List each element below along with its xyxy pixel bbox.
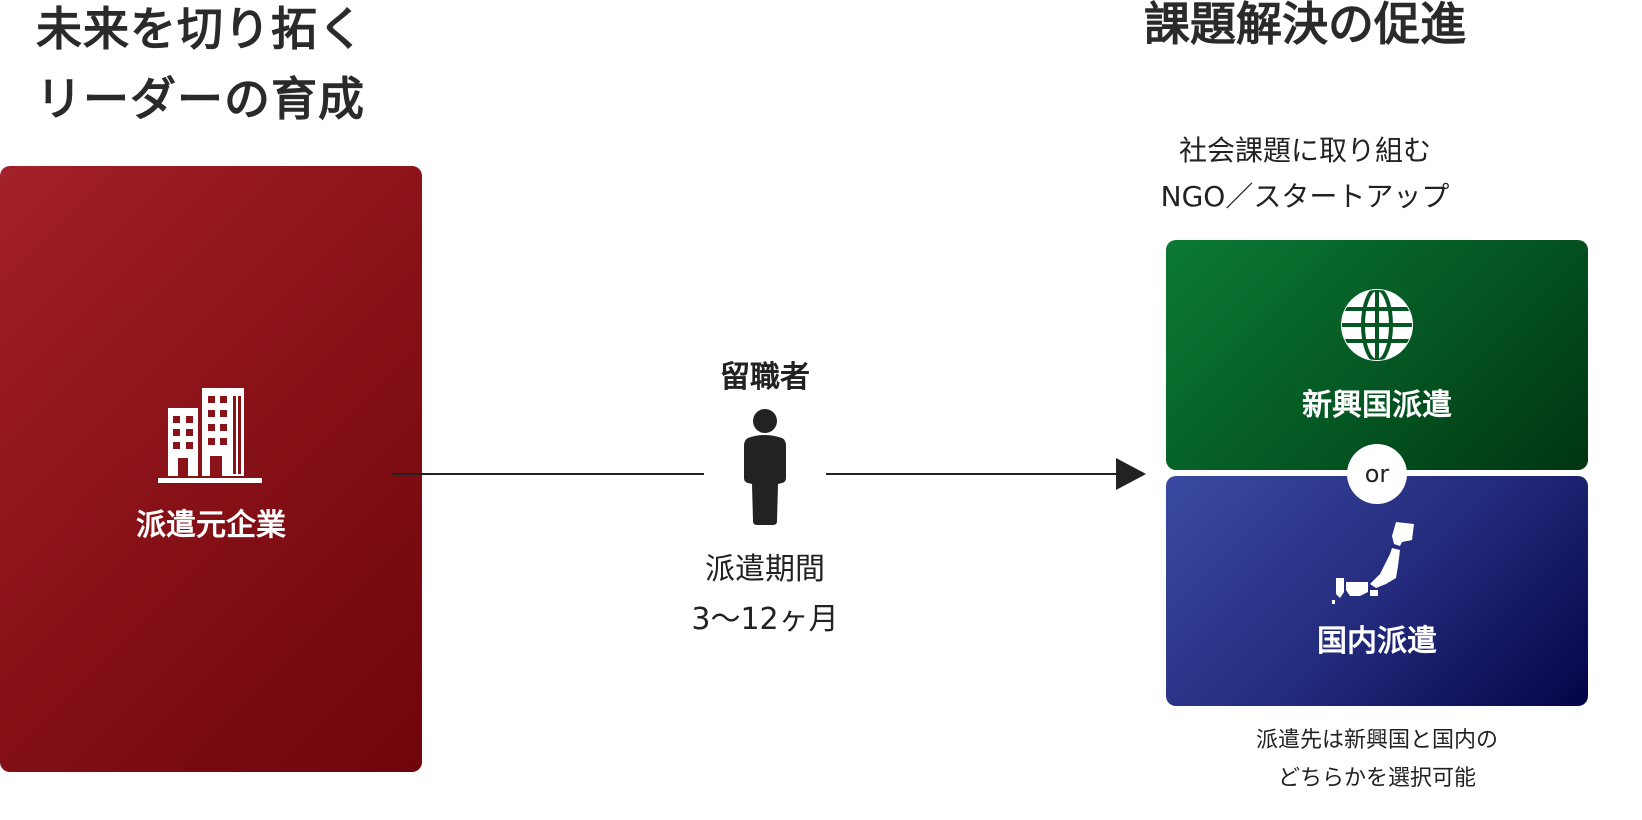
left-title-line2: リーダーの育成 xyxy=(36,72,365,126)
destination-note-line1: 派遣先は新興国と国内の xyxy=(1255,728,1498,753)
target-heading-line2: NGO／スタートアップ xyxy=(1160,180,1450,213)
destination-note-line2: どちらかを選択可能 xyxy=(1277,766,1476,791)
japan-map-icon xyxy=(1332,522,1414,604)
emerging-dispatch-label: 新興国派遣 xyxy=(1302,388,1452,423)
period-label: 派遣期間 xyxy=(705,552,825,587)
right-title: 課題解決の促進 xyxy=(1144,0,1466,51)
source-company-label: 派遣元企業 xyxy=(136,508,286,543)
left-title-line1: 未来を切り拓く xyxy=(36,2,365,56)
target-heading: 社会課題に取り組む NGO／スタートアップ xyxy=(1140,128,1470,220)
arrow-head-icon xyxy=(1116,458,1146,490)
domestic-dispatch-label: 国内派遣 xyxy=(1317,624,1437,659)
target-heading-line1: 社会課題に取り組む xyxy=(1178,134,1431,167)
person-icon xyxy=(744,409,786,525)
or-badge: or xyxy=(1347,444,1407,504)
left-title: 未来を切り拓く リーダーの育成 xyxy=(36,0,365,134)
participant-label: 留職者 xyxy=(720,360,810,395)
flow-line-left xyxy=(392,473,704,475)
office-buildings-icon xyxy=(158,388,262,483)
globe-icon xyxy=(1341,289,1413,361)
flow-line-right xyxy=(826,473,1126,475)
destination-note: 派遣先は新興国と国内の どちらかを選択可能 xyxy=(1166,722,1588,798)
period-value: 3〜12ヶ月 xyxy=(691,602,839,637)
